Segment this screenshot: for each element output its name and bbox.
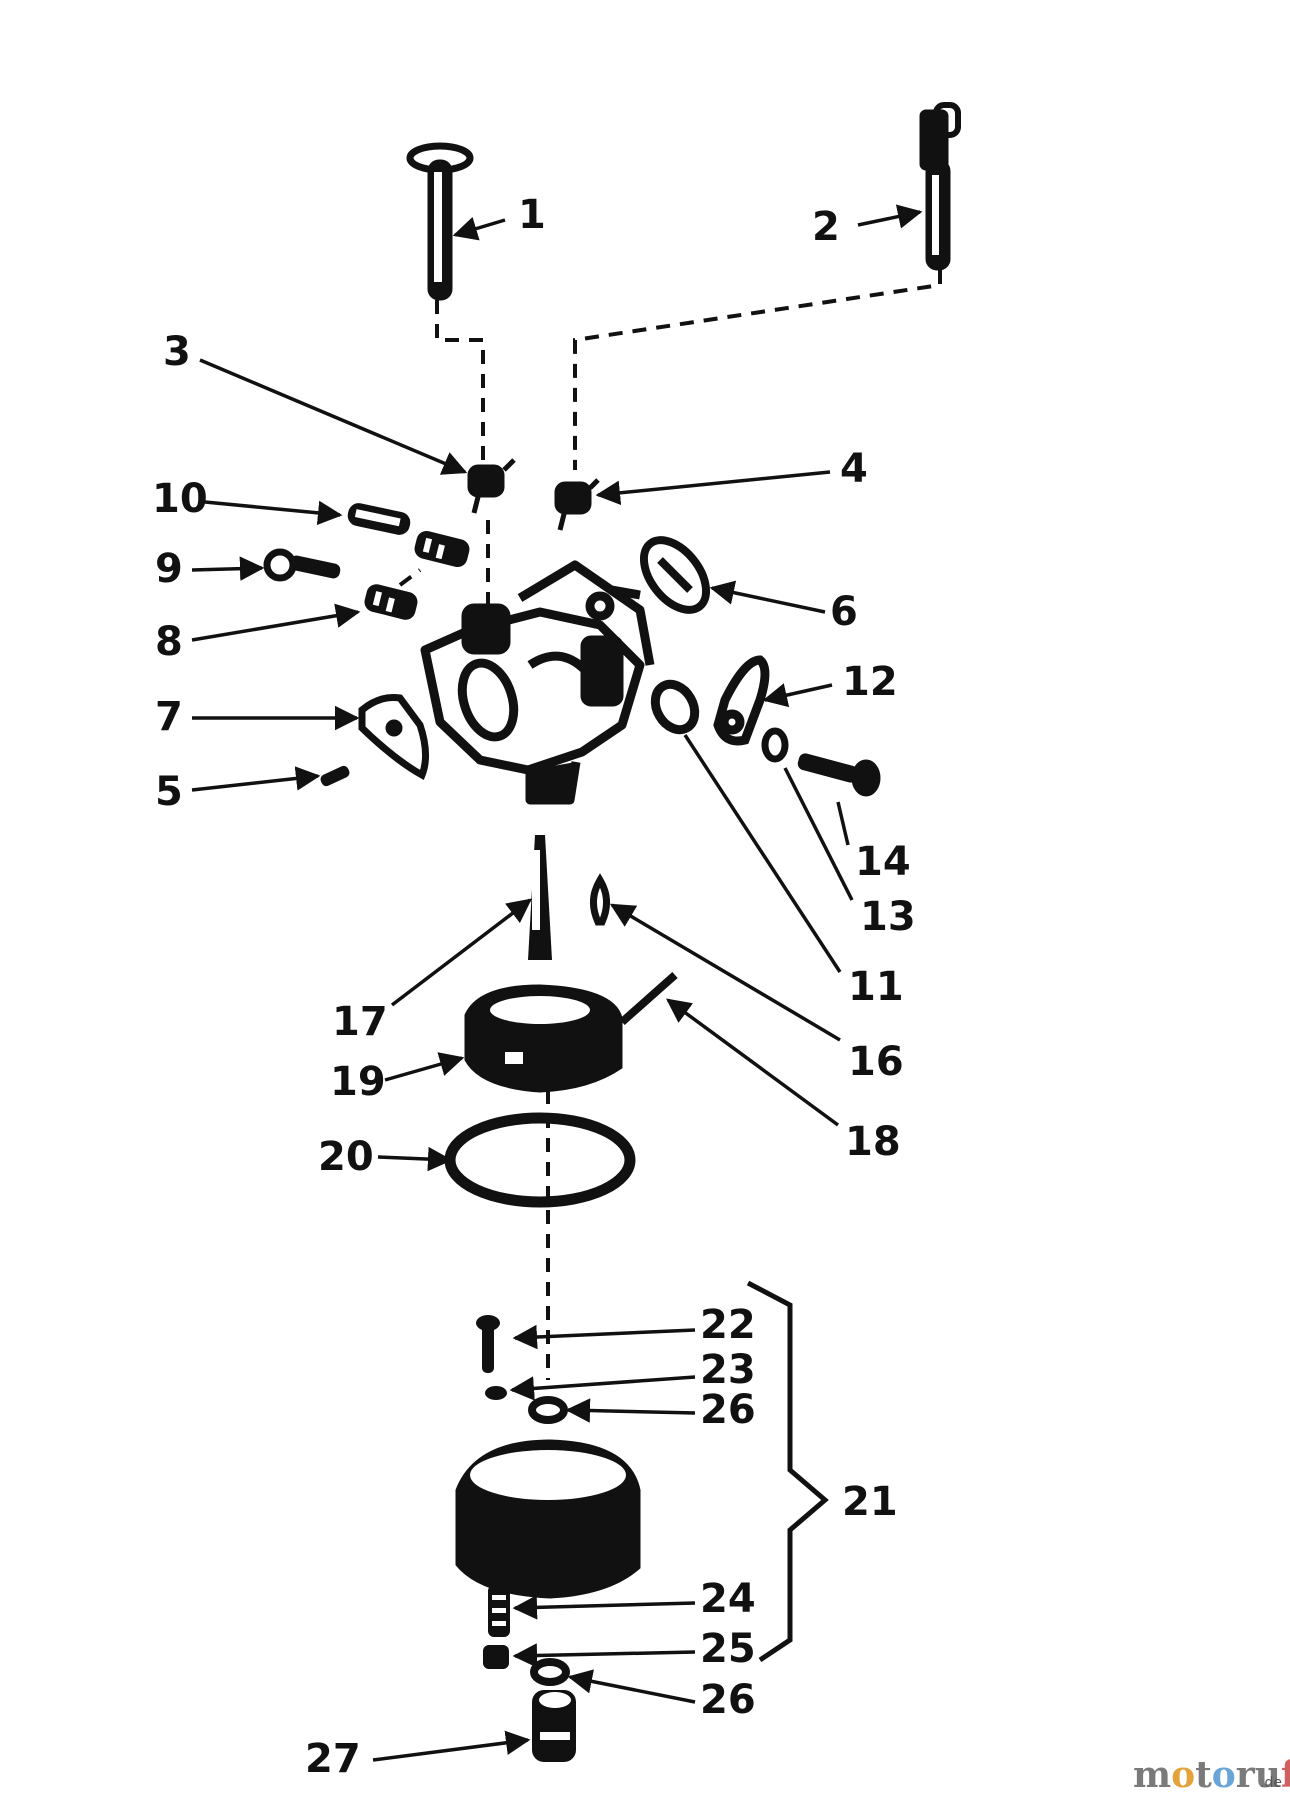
leader-line-16	[609, 903, 841, 1042]
part-21-float-bowl	[455, 1439, 641, 1599]
leader-line-13	[783, 767, 854, 901]
part-1-throttle-shaft	[406, 142, 474, 301]
part-19-float	[464, 984, 623, 1093]
motoruf-watermark: motoruf .de	[1133, 1754, 1290, 1796]
part-9-idle-screw	[263, 548, 341, 582]
assembly-dashed-lines	[398, 270, 942, 1380]
callout-label-2: 2	[812, 204, 840, 250]
part-3-spring	[467, 458, 516, 514]
part-12-lever	[713, 655, 770, 746]
callout-label-21: 21	[842, 1479, 898, 1525]
part-25-seal	[483, 1645, 509, 1669]
callout-label-3: 3	[163, 329, 191, 375]
callout-label-22: 22	[700, 1302, 756, 1348]
watermark-suffix: .de	[1260, 1775, 1282, 1791]
callout-label-26b: 26	[700, 1677, 756, 1723]
part-5-screw	[320, 765, 350, 787]
callout-label-27: 27	[305, 1736, 361, 1782]
callout-label-9: 9	[155, 546, 183, 592]
callout-label-14: 14	[855, 839, 911, 885]
part-6-throttle-plate	[639, 536, 711, 614]
leader-line-3	[199, 358, 468, 475]
callout-label-8: 8	[155, 619, 183, 665]
part-10-spring	[414, 531, 470, 567]
callout-label-12: 12	[842, 659, 898, 705]
leader-line-23	[509, 1375, 696, 1401]
part-11-seal	[650, 679, 700, 735]
leader-line-25	[512, 1643, 696, 1668]
part-8-spring	[364, 584, 418, 620]
callout-label-26a: 26	[700, 1387, 756, 1433]
callout-label-25: 25	[700, 1626, 756, 1672]
callout-label-13: 13	[860, 894, 916, 940]
callout-label-7: 7	[155, 694, 183, 740]
part-20-gasket	[444, 1112, 636, 1208]
leader-line-26b	[567, 1669, 696, 1704]
part-26-washer-lower	[530, 1658, 570, 1686]
callout-label-10: 10	[152, 476, 208, 522]
leader-line-20	[377, 1146, 453, 1172]
callout-label-17: 17	[332, 999, 388, 1045]
leader-line-8	[191, 603, 361, 642]
part-4-spring	[554, 478, 600, 531]
leader-line-14	[836, 801, 850, 846]
part-7-choke-plate	[358, 694, 429, 780]
callout-label-23: 23	[700, 1347, 756, 1393]
callout-label-5: 5	[155, 769, 183, 815]
leader-line-11	[683, 734, 842, 973]
part-10-needle-screw	[347, 503, 411, 535]
callout-label-11: 11	[848, 964, 904, 1010]
callout-label-18: 18	[845, 1119, 901, 1165]
part-16-needle	[590, 873, 610, 926]
leader-line-4	[595, 470, 831, 506]
part-27-drain-nut	[532, 1690, 576, 1762]
part-26-washer-upper	[528, 1396, 568, 1424]
leader-line-1	[452, 216, 506, 241]
callout-label-19: 19	[330, 1059, 386, 1105]
part-23-washer	[485, 1386, 507, 1400]
callout-label-20: 20	[318, 1134, 374, 1180]
leader-line-6	[709, 580, 826, 614]
part-24-spring	[488, 1585, 510, 1637]
part-13-washer	[761, 727, 789, 763]
part-18-pin	[619, 972, 678, 1025]
part-17-inlet-needle	[528, 835, 552, 960]
watermark-brand: motoruf	[1133, 1754, 1290, 1796]
leader-line-26a	[565, 1398, 696, 1423]
callout-label-24: 24	[700, 1576, 756, 1622]
leader-line-10	[204, 500, 343, 526]
leader-line-19	[384, 1052, 465, 1082]
part-22-screw	[476, 1315, 500, 1373]
leader-line-12	[762, 683, 833, 708]
leader-line-27	[372, 1730, 531, 1762]
callout-label-1: 1	[518, 192, 546, 238]
leader-line-9	[191, 556, 265, 581]
part-14-screw	[797, 753, 881, 797]
callout-label-16: 16	[848, 1039, 904, 1085]
leader-lines	[191, 204, 923, 1762]
part-carburetor-body	[420, 560, 655, 805]
part-21-group-bracket	[746, 1280, 829, 1663]
leader-line-2	[857, 204, 923, 229]
leader-line-24	[512, 1595, 696, 1620]
leader-line-22	[512, 1324, 696, 1350]
leader-line-5	[191, 766, 321, 792]
part-2-choke-shaft	[919, 102, 961, 271]
leader-line-18	[666, 998, 840, 1127]
leader-line-17	[390, 898, 532, 1007]
callout-label-6: 6	[830, 589, 858, 635]
callout-label-4: 4	[840, 446, 868, 492]
